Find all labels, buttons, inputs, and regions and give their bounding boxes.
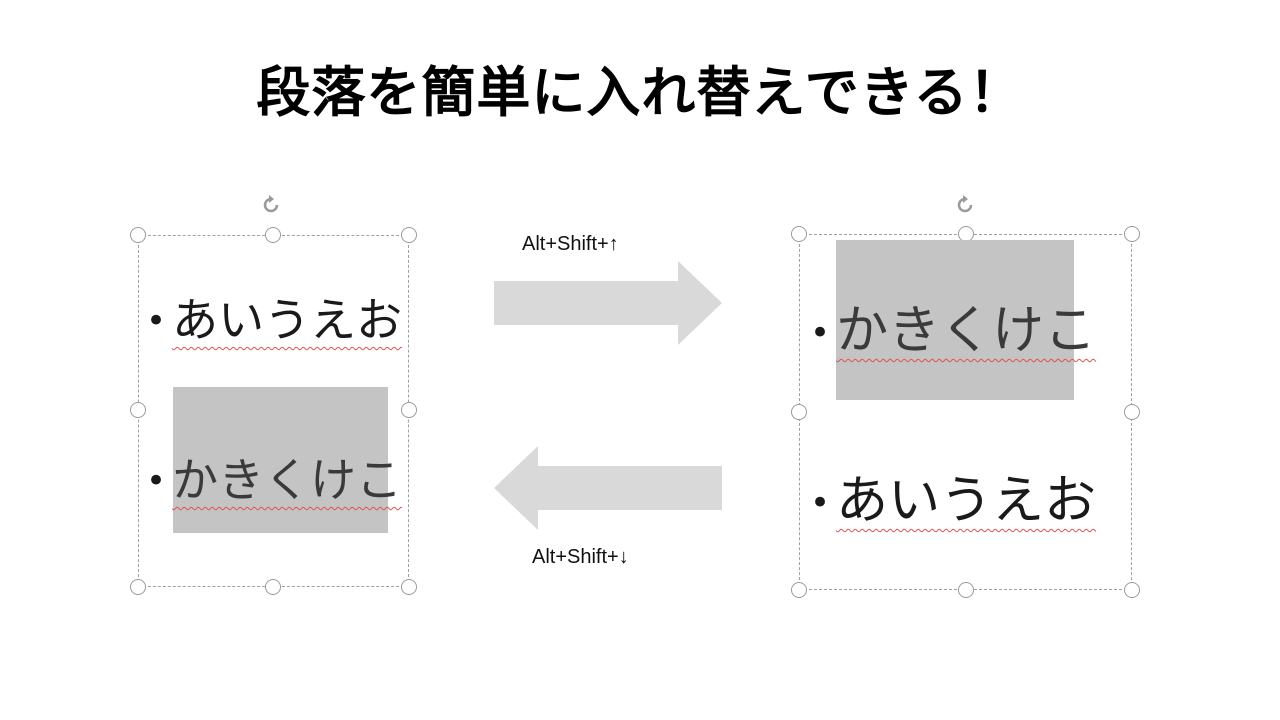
resize-handle-top-left[interactable] [791,226,807,242]
paragraph-text: あいうえお [836,471,1097,531]
resize-handle-bottom[interactable] [958,582,974,598]
paragraph-kakikukeko[interactable]: •かきくけこ [146,457,402,503]
arrow-left-icon [494,446,722,530]
resize-handle-bottom-right[interactable] [401,579,417,595]
shortcut-label-down: Alt+Shift+↓ [532,546,629,568]
bullet: • [146,461,167,501]
paragraph-text: あいうえお [172,293,403,347]
arrow-right-icon [494,261,722,345]
paragraph-text: かきくけこ [836,301,1097,361]
resize-handle-right[interactable] [401,402,417,418]
resize-handle-bottom[interactable] [265,579,281,595]
resize-handle-top-right[interactable] [1124,226,1140,242]
bullet: • [810,313,831,353]
bullet: • [810,483,831,523]
paragraph-kakikukeko[interactable]: •かきくけこ [810,305,1096,357]
resize-handle-left[interactable] [130,402,146,418]
resize-handle-left[interactable] [791,404,807,420]
resize-handle-right[interactable] [1124,404,1140,420]
resize-handle-top-right[interactable] [401,227,417,243]
resize-handle-top-left[interactable] [130,227,146,243]
slide-title: 段落を簡単に入れ替えできる！ [256,61,1024,124]
bullet: • [146,301,167,341]
paragraph-aiueo[interactable]: •あいうえお [810,475,1096,527]
resize-handle-bottom-left[interactable] [130,579,146,595]
paragraph-text: かきくけこ [172,453,403,507]
resize-handle-bottom-left[interactable] [791,582,807,598]
rotate-handle-icon[interactable] [260,194,282,216]
resize-handle-bottom-right[interactable] [1124,582,1140,598]
resize-handle-top[interactable] [265,227,281,243]
paragraph-aiueo[interactable]: •あいうえお [146,297,402,343]
rotate-handle-icon[interactable] [954,194,976,216]
text-selection-highlight [836,240,1074,400]
text-selection-highlight [173,387,388,533]
shortcut-label-up: Alt+Shift+↑ [522,233,619,255]
